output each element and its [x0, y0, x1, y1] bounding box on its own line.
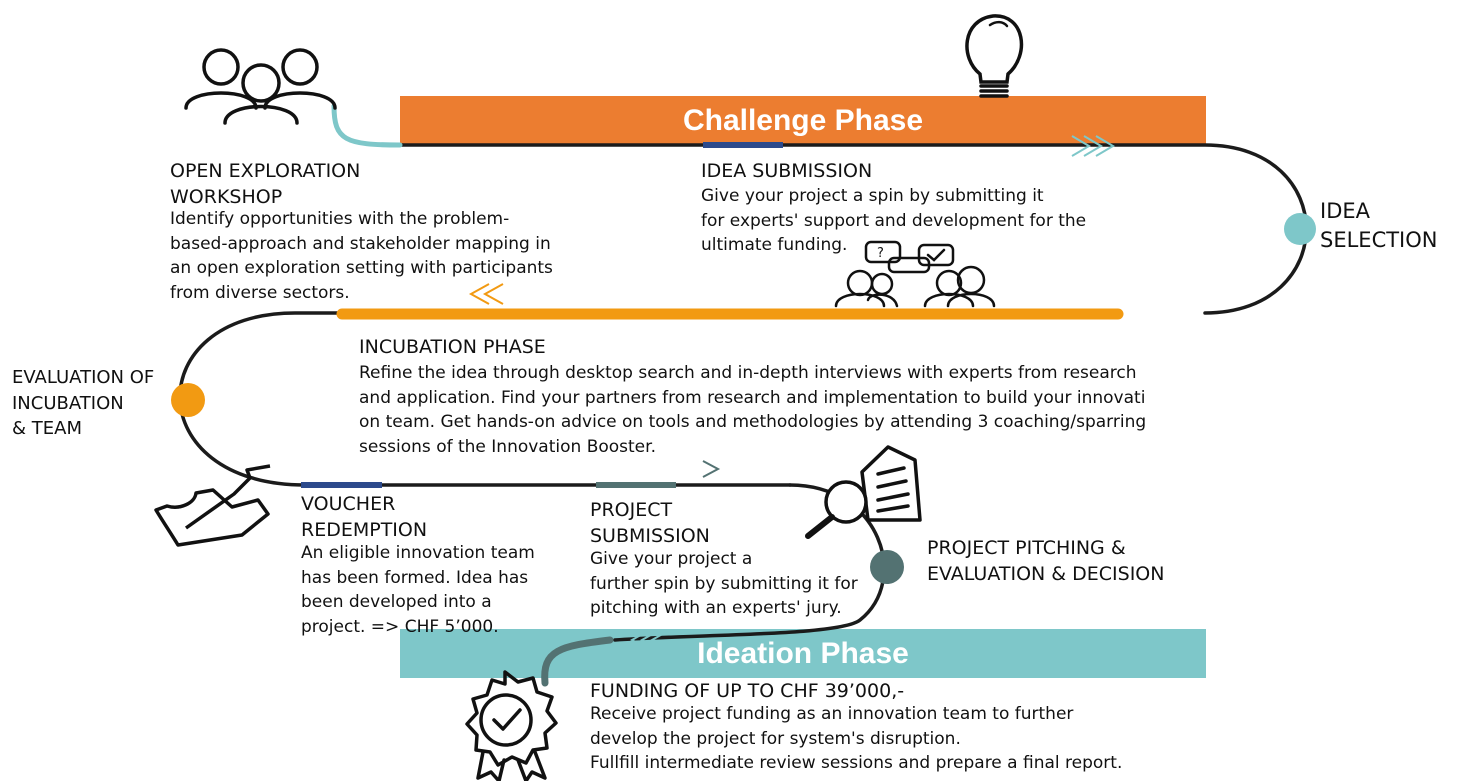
evaluation-dot: [171, 383, 205, 417]
chevron-right-icon: [1071, 135, 1115, 157]
chevron-left-teal-icon: [629, 631, 667, 649]
voucher-title: VOUCHER REDEMPTION: [301, 493, 428, 541]
project-submission-title: PROJECT SUBMISSION: [590, 499, 710, 547]
pitching-label: PROJECT PITCHING & EVALUATION & DECISION: [927, 537, 1165, 585]
idea-submission-body: Give your project a spin by submitting i…: [701, 186, 1087, 255]
incubation-body: Refine the idea through desktop search a…: [359, 363, 1147, 457]
idea-selection-dot: [1284, 213, 1316, 245]
ticket-icon: [154, 464, 271, 547]
idea-selection-label: IDEA SELECTION: [1320, 199, 1438, 252]
chevron-left-icon: [468, 283, 504, 305]
open-exploration-title: OPEN EXPLORATION WORKSHOP: [170, 160, 361, 208]
ideation-phase-title: Ideation Phase: [697, 637, 909, 670]
project-submission-body: Give your project a further spin by subm…: [590, 549, 858, 618]
certificate-badge-icon: [465, 670, 558, 781]
discussion-icon: ?: [834, 240, 996, 308]
ideation-phase-banner: [400, 629, 1206, 678]
svg-text:?: ?: [877, 246, 884, 261]
magnifier-document-icon: [805, 445, 922, 539]
lightbulb-icon: [965, 14, 1024, 98]
open-exploration-body: Identify opportunities with the problem-…: [170, 209, 553, 303]
chevron-right-small-icon: [702, 460, 721, 478]
funding-title: FUNDING OF UP TO CHF 39’000,-: [590, 680, 905, 702]
teal-connector: [331, 103, 403, 148]
people-group-icon: [184, 48, 337, 125]
funding-body: Receive project funding as an innovation…: [590, 704, 1123, 773]
funding-connector: [541, 636, 614, 687]
challenge-phase-title: Challenge Phase: [682, 104, 924, 137]
idea-submission-title: IDEA SUBMISSION: [701, 160, 873, 182]
evaluation-label: EVALUATION OF INCUBATION & TEAM: [12, 367, 155, 439]
voucher-body: An eligible innovation team has been for…: [301, 543, 535, 637]
pitching-dot: [870, 550, 904, 584]
incubation-title: INCUBATION PHASE: [359, 336, 546, 358]
